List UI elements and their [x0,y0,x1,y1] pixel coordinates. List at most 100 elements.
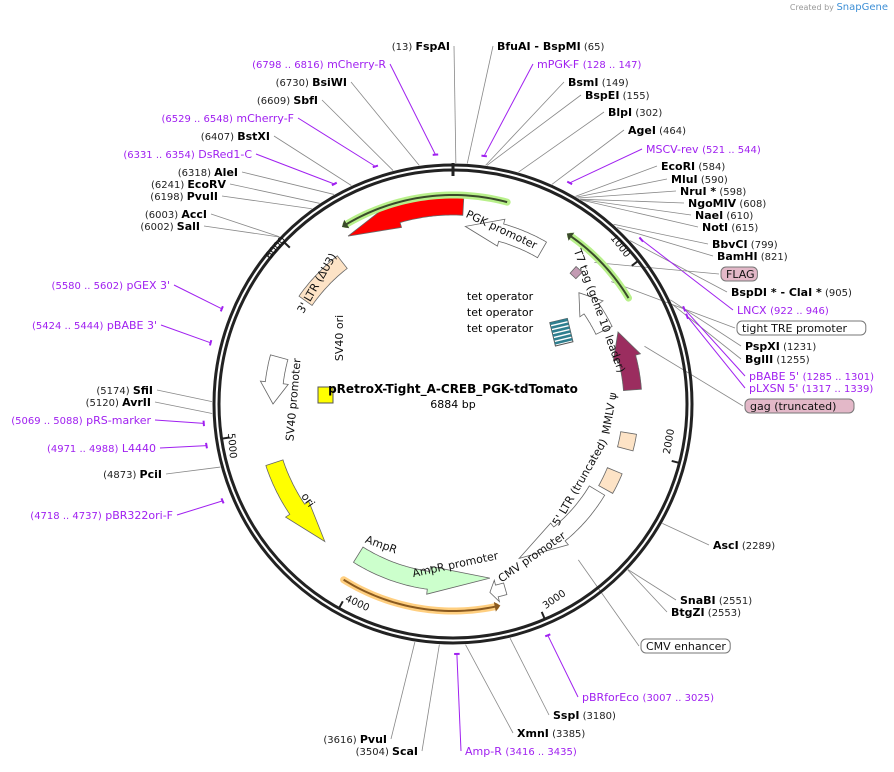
primer-range: 4971 .. 4988 [51,444,115,455]
primer-mark [544,633,551,638]
feature-segment [578,292,613,335]
enzyme-label: SspI (3180) [553,709,616,722]
leader-line [456,653,462,752]
p: ( [583,711,587,722]
feature-line [345,193,508,226]
enzyme-label: NgoMIV (608) [688,197,766,210]
p: ) [581,729,585,740]
feature-label: FLAG [726,268,755,281]
leader-line [594,262,720,275]
primer-range: 3007 .. 3025 [646,693,710,704]
primer-mark [220,497,225,504]
enzyme-position: 155 [627,91,646,102]
p: ) [742,187,746,198]
p: ( [276,78,280,89]
p: ) [98,511,102,522]
primer-label: (5424 .. 5444) pBABE 3' [32,319,157,332]
primer-mark [685,313,689,320]
enzyme-position: 6241 [155,180,180,191]
p: ( [702,145,706,156]
p: ) [286,96,290,107]
primer-range: 5424 .. 5444 [36,321,100,332]
p: ( [150,192,154,203]
feature-inner-label: MMLV ψ [599,391,619,435]
feature-label-box [720,266,758,282]
primer-range: 4718 .. 4737 [34,511,98,522]
p: ) [754,223,758,234]
leader-line [580,199,692,216]
p: ( [708,608,712,619]
primer-range: 6529 .. 6548 [165,114,229,125]
p: ( [505,747,509,758]
tet-operator-label: tet operator [467,306,534,319]
primer-label: (5069 .. 5088) pRS-marker [11,414,151,427]
p: ( [178,168,182,179]
enzyme-position: 2551 [723,596,748,607]
leader-line [154,419,204,424]
p: ( [552,729,556,740]
feature-ampr [352,546,490,595]
sv40-ori-box [317,386,334,404]
p: ( [584,42,588,53]
enzyme-position: 3385 [556,729,581,740]
leader-line [551,129,625,185]
p: ( [623,91,627,102]
p: ) [612,711,616,722]
feature-cmv-promoter [517,485,606,560]
enzyme-label: (6407) BstXI [201,130,270,143]
p: ( [803,372,807,383]
enzyme-label: (6241) EcoRV [151,178,227,191]
p: ) [682,126,686,137]
p: ( [802,384,806,395]
p: ) [115,398,119,409]
ruler-label: 5000 [225,433,238,459]
p: ( [140,222,144,233]
primer-label: (4971 .. 4988) L4440 [47,442,156,455]
p: ( [123,150,127,161]
p: ) [119,281,123,292]
primer-label: mPGK-F (128 .. 147) [537,58,642,71]
tet-operator-stripe [552,330,571,337]
p: ) [737,608,741,619]
primer-name: DsRed1-C [198,148,252,161]
leader-line [465,644,514,734]
feature-label: gag (truncated) [750,400,836,413]
enzyme-name: NgoMIV [688,197,737,210]
p: ) [408,42,412,53]
enzyme-position: 464 [663,126,682,137]
feature-ampr-promoter [489,578,508,603]
p: ) [748,596,752,607]
leader-line [255,153,335,185]
primer-name: Amp-R [465,745,502,758]
p: ( [602,78,606,89]
feature-segment [612,331,642,392]
leader-line [576,178,668,198]
leader-line [581,199,699,228]
p: ) [353,735,357,746]
p: ( [52,281,56,292]
primer-range: 1317 .. 1339 [806,384,870,395]
leader-line [297,117,376,167]
p: ( [701,175,705,186]
leader-line [221,195,312,210]
p: ( [698,162,702,173]
p: ) [724,175,728,186]
leader-line [644,345,744,407]
feature-label-box [736,320,867,336]
leader-line [165,466,221,475]
snapgene-logo: Created by SnapGene [790,2,888,13]
primer-range: 6798 .. 6816 [256,60,320,71]
feature-label: CMV enhancer [646,640,726,653]
p: ) [601,42,605,53]
enzyme-position: 13 [396,42,409,53]
ruler-label: 6000 [264,235,289,262]
feature-arrowhead [493,601,501,612]
enzyme-label: BspDI * - ClaI * (905) [731,286,852,299]
p: ) [207,168,211,179]
enzyme-name: BbvCI [712,238,748,251]
enzyme-name: BtgZI [671,606,705,619]
p: ) [174,210,178,221]
enzyme-label: XmnI (3385) [517,727,585,740]
primer-label: (6331 .. 6354) DsRed1-C [123,148,252,161]
